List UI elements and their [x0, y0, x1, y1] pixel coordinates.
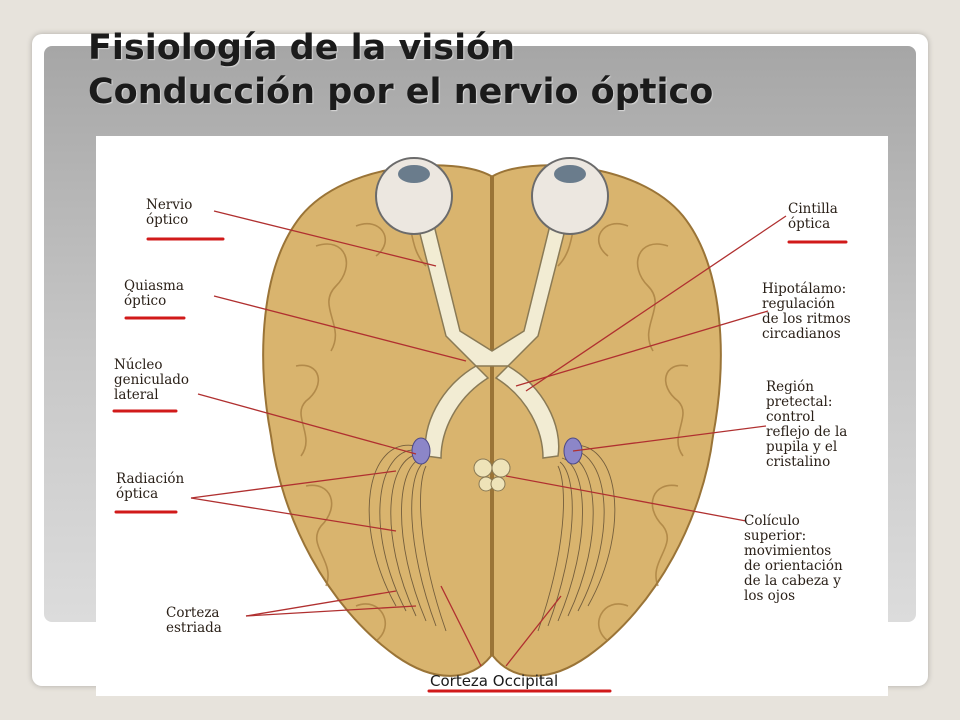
brain-right-hemisphere	[492, 164, 722, 677]
label-corteza-occipital: Corteza Occipital	[430, 672, 559, 690]
label-quiasma-optico-line-2: óptico	[124, 293, 167, 309]
brain-illustration	[112, 157, 848, 693]
label-nucleo-line-1: Núcleo	[114, 357, 163, 373]
label-region-pretectal: Región pretectal: control reflejo de la …	[766, 380, 847, 470]
label-coliculo-line-1: Colículo	[744, 513, 800, 529]
superior-colliculi	[473, 458, 511, 492]
label-nucleo-line-3: lateral	[114, 387, 159, 403]
label-cintilla-line-2: óptica	[788, 216, 831, 232]
label-coliculo-line-2: superior:	[744, 528, 807, 544]
lateral-geniculate-left	[411, 437, 431, 465]
label-corteza-estriada: Corteza estriada	[166, 606, 222, 636]
label-hipotalamo-line-2: regulación	[762, 296, 835, 312]
label-cintilla-line-1: Cintilla	[788, 201, 838, 217]
label-pretectal-line-6: cristalino	[766, 454, 831, 470]
label-pretectal-line-1: Región	[766, 379, 814, 395]
label-radiacion-line-2: óptica	[116, 486, 159, 502]
label-coliculo-line-6: los ojos	[744, 588, 796, 604]
label-radiacion-optica: Radiación óptica	[116, 472, 184, 502]
label-corteza-estriada-line-1: Corteza	[166, 605, 220, 621]
slide-title-line-1: Fisiología de la visión	[88, 28, 516, 68]
visual-pathway-figure: Nervio óptico Quiasma óptico Núcleo geni…	[96, 136, 888, 696]
pointer-lines	[190, 210, 787, 667]
label-pretectal-line-2: pretectal:	[766, 394, 833, 410]
label-nervio-optico-line-2: óptico	[146, 212, 189, 228]
label-quiasma-optico: Quiasma óptico	[124, 279, 184, 309]
label-pretectal-line-4: reflejo de la	[766, 424, 848, 440]
label-coliculo-superior: Colículo superior: movimientos de orient…	[744, 514, 843, 604]
label-quiasma-optico-line-1: Quiasma	[124, 278, 184, 294]
eyeballs	[375, 157, 609, 235]
brain-left-hemisphere	[262, 164, 492, 677]
label-coliculo-line-4: de orientación	[744, 558, 843, 574]
label-corteza-estriada-line-2: estriada	[166, 620, 222, 636]
label-hipotalamo: Hipotálamo: regulación de los ritmos cir…	[762, 282, 851, 342]
label-nervio-optico-line-1: Nervio	[146, 197, 193, 213]
label-cintilla-optica: Cintilla óptica	[788, 202, 838, 232]
label-nervio-optico: Nervio óptico	[146, 198, 192, 228]
label-nucleo-line-2: geniculado	[114, 372, 190, 388]
slide-title: Fisiología de la visión Conducción por e…	[88, 26, 713, 114]
label-hipotalamo-line-3: de los ritmos	[762, 311, 851, 327]
label-nucleo-geniculado-lateral: Núcleo geniculado lateral	[114, 358, 189, 403]
label-underlines	[112, 237, 848, 693]
label-pretectal-line-5: pupila y el	[766, 439, 838, 455]
label-pretectal-line-3: control	[766, 409, 815, 425]
slide-title-line-2: Conducción por el nervio óptico	[88, 72, 714, 112]
label-coliculo-line-5: de la cabeza y	[744, 573, 841, 589]
label-hipotalamo-line-1: Hipotálamo:	[762, 281, 847, 297]
label-hipotalamo-line-4: circadianos	[762, 326, 841, 342]
label-coliculo-line-3: movimientos	[744, 543, 832, 559]
label-radiacion-line-1: Radiación	[116, 471, 185, 487]
